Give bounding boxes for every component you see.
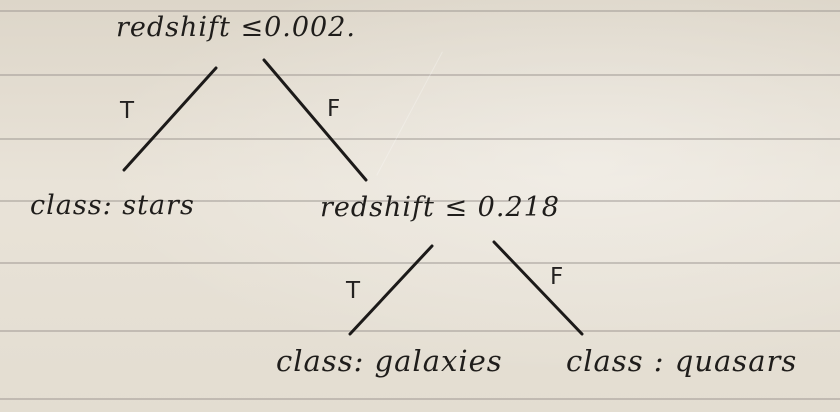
paper-rule-line — [0, 138, 840, 140]
paper-rule-line — [0, 262, 840, 264]
branch-label-true: T — [120, 98, 135, 124]
leaf-node-quasars: class : quasars — [566, 344, 798, 378]
paper-rule-line — [0, 74, 840, 76]
paper-rule-line — [0, 200, 840, 202]
branch-label-true: T — [346, 278, 361, 304]
paper-rule-line — [0, 330, 840, 332]
edge-root-true — [122, 66, 218, 172]
branch-label-false: F — [327, 96, 341, 122]
edge-root-false — [262, 58, 368, 182]
edge-mid-false — [492, 240, 584, 336]
leaf-node-stars: class: stars — [30, 190, 195, 221]
decision-node-mid: redshift ≤ 0.218 — [320, 192, 560, 223]
leaf-node-galaxies: class: galaxies — [276, 344, 503, 378]
decision-node-root: redshift ≤0.002. — [116, 12, 356, 43]
branch-label-false: F — [550, 264, 564, 290]
edge-mid-true — [348, 244, 434, 336]
paper-rule-line — [0, 10, 840, 12]
paper-rule-line — [0, 398, 840, 400]
